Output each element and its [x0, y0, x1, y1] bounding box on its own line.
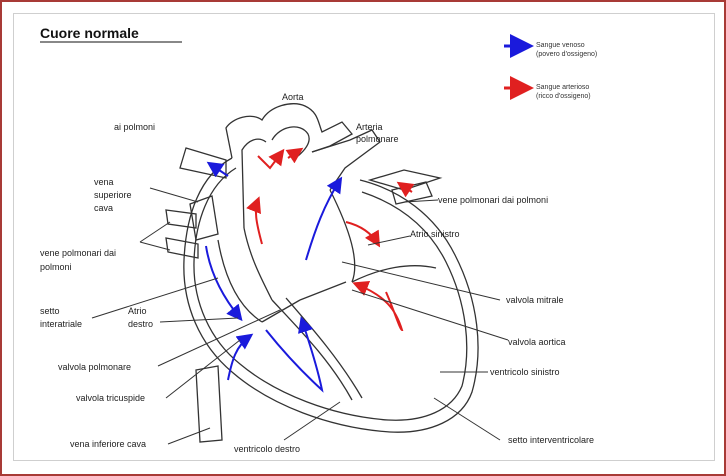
label-atrio-destro-1: Atrio — [128, 306, 147, 316]
legend: Sangue venoso (povero d'ossigeno) Sangue… — [504, 42, 597, 100]
label-setto-interatriale-1: setto — [40, 306, 60, 316]
label-setto-interatriale-2: interatriale — [40, 319, 82, 329]
legend-arterial-line2: (ricco d'ossigeno) — [536, 93, 591, 100]
label-valvola-tricuspide: valvola tricuspide — [76, 393, 145, 403]
legend-venous-line2: (povero d'ossigeno) — [536, 51, 597, 58]
label-vena-superiore-3: cava — [94, 203, 113, 213]
label-vena-superiore-1: vena — [94, 177, 114, 187]
label-setto-interventricolare: setto interventricolare — [508, 435, 594, 445]
label-valvola-aortica: valvola aortica — [508, 337, 566, 347]
legend-venous-line1: Sangue venoso — [536, 42, 585, 49]
label-valvola-polmonare: valvola polmonare — [58, 362, 131, 372]
label-vena-inferiore-cava: vena inferiore cava — [70, 439, 146, 449]
label-vene-polmonari-dai-polmoni: vene polmonari dai polmoni — [438, 195, 548, 205]
label-atrio-destro-2: destro — [128, 319, 153, 329]
legend-arterial-line1: Sangue arterioso — [536, 84, 589, 91]
venous-flow-arrows — [206, 164, 340, 390]
label-vena-superiore-2: superiore — [94, 190, 132, 200]
leader-lines — [92, 188, 508, 444]
label-ventricolo-destro: ventricolo destro — [234, 444, 300, 454]
label-atrio-sinistro: Atrio sinistro — [410, 229, 460, 239]
label-arteria-polmonare-1: Arteria — [356, 122, 383, 132]
label-aorta: Aorta — [282, 92, 304, 102]
label-ventricolo-sinistro: ventricolo sinistro — [490, 367, 560, 377]
label-valvola-mitrale: valvola mitrale — [506, 295, 564, 305]
label-ai-polmoni: ai polmoni — [114, 122, 155, 132]
label-vene-polmonari-dai-1: vene polmonari dai — [40, 248, 116, 258]
diagram-title: Cuore normale — [40, 25, 139, 41]
arterial-flow-arrows — [256, 150, 412, 330]
label-arteria-polmonare-2: polmonare — [356, 134, 399, 144]
label-vene-polmonari-dai-2: polmoni — [40, 262, 72, 272]
